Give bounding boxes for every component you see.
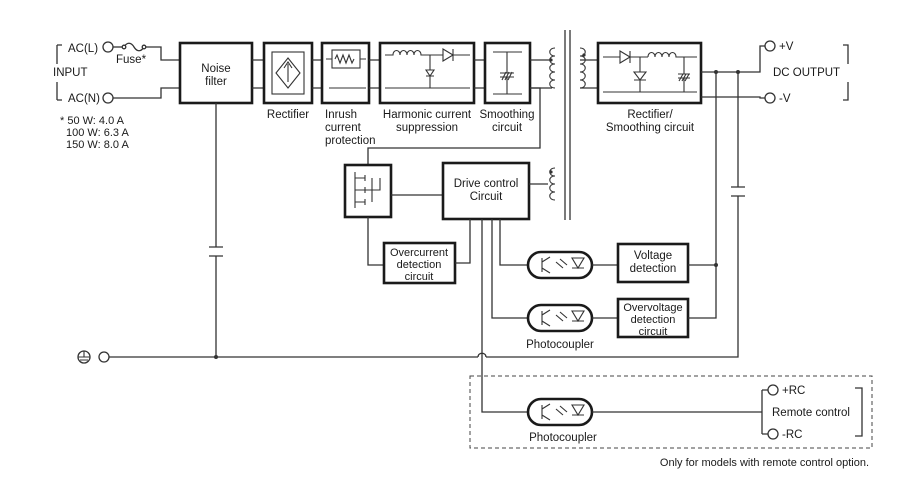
ac-l-terminal <box>102 41 114 53</box>
voltage-det-line1: Voltage <box>634 250 672 262</box>
minus-v-label: -V <box>779 93 791 105</box>
plus-rc-terminal <box>767 384 779 396</box>
dc-output-label: DC OUTPUT <box>773 67 840 79</box>
inrush-block: Inrush current protection <box>320 41 376 147</box>
ground-path <box>77 72 745 364</box>
fuse-symbol <box>123 42 145 52</box>
remote-bracket <box>855 387 863 437</box>
overcurrent-line3: circuit <box>405 271 434 283</box>
fuse-label: Fuse* <box>116 54 147 66</box>
y-capacitor-output <box>731 186 745 197</box>
smoothing-block: Smoothing circuit <box>480 41 535 134</box>
drive-control-block: Drive control Circuit <box>441 161 548 221</box>
plus-v-terminal <box>764 40 776 52</box>
diode-icon <box>442 48 455 62</box>
overcurrent-block: Overcurrent detection circuit <box>382 219 471 285</box>
inrush-line2: current <box>325 122 362 134</box>
primary-winding <box>549 47 556 89</box>
voltage-det-line2: detection <box>630 263 677 275</box>
option-dashed-frame <box>469 375 873 449</box>
harmonic-line1: Harmonic current <box>383 109 472 121</box>
inrush-line1: Inrush <box>325 109 357 121</box>
inductor-icon <box>385 49 443 56</box>
input-bracket-ends <box>57 44 62 101</box>
remote-control-label: Remote control <box>772 407 850 419</box>
photocoupler-overvoltage: Photocoupler <box>491 219 618 351</box>
rectifier-block: Rectifier <box>262 41 314 121</box>
secondary-winding <box>579 47 586 89</box>
aux-winding <box>549 167 556 201</box>
overcurrent-line2: detection <box>397 259 442 271</box>
rect-smoothing-line1: Rectifier/ <box>627 109 673 121</box>
voltage-detection-block: Voltage detection <box>616 72 718 284</box>
noise-filter-line2: filter <box>205 76 227 88</box>
fuse-note-1: * 50 W: 4.0 A <box>60 115 125 127</box>
minus-rc-terminal <box>767 428 779 440</box>
output-inductor-icon <box>647 51 697 58</box>
fuse-note-3: 150 W: 8.0 A <box>66 139 129 151</box>
harmonic-line2: suppression <box>396 122 458 134</box>
noise-filter-line1: Noise <box>201 63 230 75</box>
drive-control-line2: Circuit <box>470 191 503 203</box>
rect-smoothing-block: Rectifier/ Smoothing circuit <box>596 41 703 134</box>
phototransistor-icon <box>541 256 551 274</box>
overvoltage-line3: circuit <box>639 326 668 338</box>
input-section: AC(L) AC(N) INPUT Fuse* * 50 W: 4.0 A 10… <box>53 41 180 151</box>
remote-control-option: Photocoupler +RC -RC Remote control Only… <box>469 219 873 469</box>
transformer <box>530 30 598 220</box>
led-icon <box>571 257 585 270</box>
ac-n-terminal <box>102 92 114 104</box>
transformer-core <box>564 30 571 220</box>
input-label: INPUT <box>53 67 88 79</box>
ac-l-label: AC(L) <box>68 43 98 55</box>
rect-smoothing-line2: Smoothing circuit <box>606 122 695 134</box>
smoothing-line2: circuit <box>492 122 523 134</box>
remote-option-note: Only for models with remote control opti… <box>660 457 869 469</box>
overvoltage-line1: Overvoltage <box>623 302 682 314</box>
mosfet-icon <box>354 172 366 208</box>
harmonic-block: Harmonic current suppression <box>378 41 476 134</box>
photocoupler-label-3: Photocoupler <box>529 432 597 444</box>
fuse-note-2: 100 W: 6.3 A <box>66 127 129 139</box>
photocoupler-voltage <box>499 219 618 280</box>
plus-v-label: +V <box>779 41 794 53</box>
inrush-line3: protection <box>325 135 376 147</box>
ac-n-label: AC(N) <box>68 93 100 105</box>
light-icon <box>555 258 568 269</box>
overcurrent-line1: Overcurrent <box>390 247 448 259</box>
minus-v-terminal <box>764 92 776 104</box>
minus-rc-label: -RC <box>782 429 802 441</box>
overvoltage-block: Overvoltage detection circuit <box>616 265 717 339</box>
output-bracket <box>843 44 849 101</box>
drive-control-line1: Drive control <box>454 178 519 190</box>
overvoltage-line2: detection <box>631 314 676 326</box>
bridge-rectifier-icon <box>275 57 301 89</box>
noise-filter-block: Noise filter <box>178 41 254 105</box>
photocoupler-label-2: Photocoupler <box>526 339 594 351</box>
switch-block <box>343 87 541 266</box>
rectifier-label: Rectifier <box>267 109 309 121</box>
ground-terminal <box>98 351 110 363</box>
plus-rc-label: +RC <box>782 385 805 397</box>
y-capacitor-input <box>209 246 223 257</box>
thermistor-icon <box>334 53 355 65</box>
smoothing-line1: Smoothing <box>480 109 535 121</box>
output-diode-icon <box>619 50 632 64</box>
dc-output-section: +V -V DC OUTPUT <box>701 40 849 105</box>
